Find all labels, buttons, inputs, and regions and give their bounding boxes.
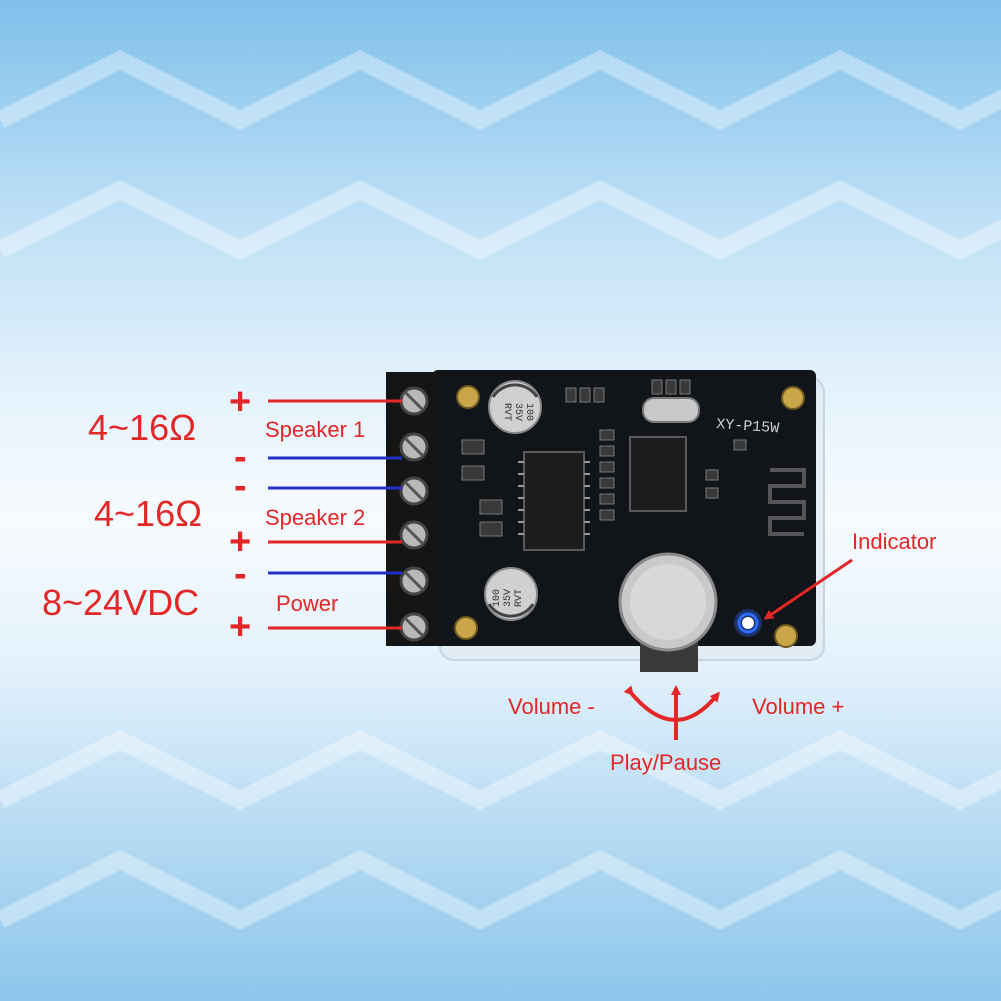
speaker1-top-sign: +	[229, 381, 252, 423]
terminal-screws	[399, 386, 429, 642]
rotary-knob[interactable]	[618, 552, 718, 672]
background-pattern	[0, 49, 1001, 931]
model-marking: XY-P15W	[716, 416, 780, 437]
speaker2-bottom-sign: +	[229, 521, 252, 563]
speaker2-label: Speaker 2	[265, 505, 366, 530]
power-label: Power	[276, 591, 339, 616]
chip-pins	[518, 461, 590, 535]
play-pause-label: Play/Pause	[610, 750, 722, 775]
amplifier-chip-left	[523, 451, 585, 551]
volume-minus-label: Volume -	[508, 694, 595, 719]
capacitor-bottom	[484, 567, 538, 621]
knob-arrows	[623, 685, 720, 740]
speaker1-impedance: 4~16Ω	[88, 407, 196, 448]
capacitor-top	[488, 380, 542, 434]
terminal-block	[386, 372, 442, 646]
power-bottom-sign: +	[229, 606, 252, 648]
capacitor-bottom-marking-line: 35V	[503, 589, 514, 607]
speaker2-impedance: 4~16Ω	[94, 493, 202, 534]
capacitor-top-marking-line: RVT	[501, 403, 512, 421]
capacitor-top-marking-line: 100	[523, 403, 534, 421]
bluetooth-chip	[629, 436, 687, 512]
speaker2-top-sign: -	[234, 465, 247, 507]
mounting-screws	[454, 385, 805, 648]
indicator-arrow	[763, 558, 853, 620]
indicator-label: Indicator	[852, 529, 937, 554]
power-top-sign: -	[234, 553, 247, 595]
bluetooth-antenna	[768, 468, 806, 536]
capacitor-bottom-marking-line: 100	[492, 589, 503, 607]
capacitor-top-marking-line: 35V	[512, 403, 523, 421]
capacitor-bottom-marking-line: RVT	[514, 589, 525, 607]
crystal-oscillator	[642, 397, 700, 423]
speaker1-bottom-sign: -	[234, 436, 247, 478]
wires	[268, 399, 402, 630]
led-indicator	[734, 609, 762, 637]
speaker1-label: Speaker 1	[265, 417, 366, 442]
volume-plus-label: Volume +	[752, 694, 845, 719]
smd-components	[461, 379, 747, 537]
power-voltage: 8~24VDC	[42, 582, 200, 623]
